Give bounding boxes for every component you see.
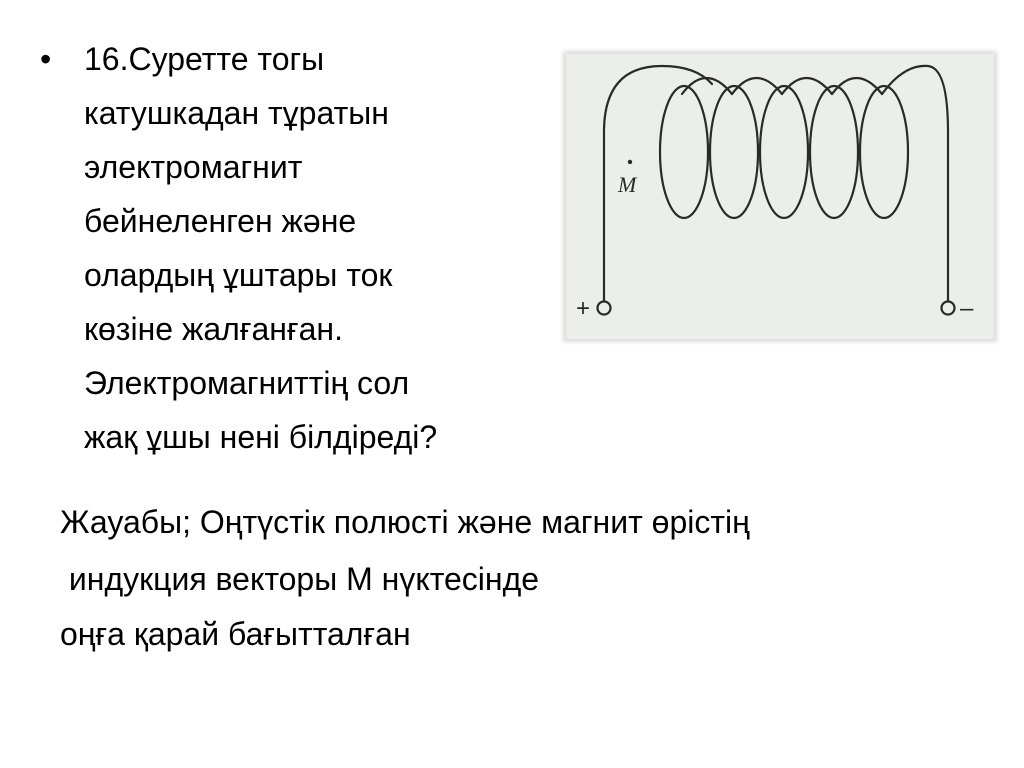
- right-lead-wire: [880, 64, 950, 302]
- question-line-7: Электромагниттің сол: [84, 365, 410, 401]
- point-m-label: M: [617, 172, 638, 197]
- question-line-3: электромагнит: [84, 149, 303, 185]
- answer-line-2: индукция векторы М нүктесінде: [60, 561, 540, 597]
- question-line-5: олардың ұштары ток: [84, 257, 393, 293]
- plus-terminal: [596, 300, 612, 316]
- answer-line-1: Жауабы; Оңтүстік полюсті және магнит өрі…: [60, 504, 750, 540]
- coil-loop-1: [658, 84, 710, 220]
- coil-loop-5: [858, 84, 910, 220]
- plus-label: +: [576, 295, 590, 322]
- question-line-4: бейнеленген және: [84, 203, 357, 239]
- coil-loop-4: [808, 84, 860, 220]
- answer-line-3: оңға қарай бағытталған: [60, 616, 411, 652]
- minus-label: –: [960, 295, 974, 322]
- bullet-marker: •: [40, 41, 52, 77]
- question-line-6: көзіне жалғанған.: [84, 311, 343, 347]
- question-line-2: катушкадан тұратын: [84, 95, 389, 131]
- coil-loop-3: [758, 84, 810, 220]
- question-line-8: жақ ұшы нені білдіреді?: [84, 419, 438, 455]
- minus-terminal: [940, 300, 956, 316]
- coil-loop-2: [708, 84, 760, 220]
- point-m-dot: [627, 159, 633, 165]
- electromagnet-figure: M + –: [566, 54, 994, 339]
- left-lead-wire: [602, 64, 714, 302]
- coil-diagram: M + –: [576, 64, 974, 322]
- question-line-1: 16.Суретте тогы: [84, 41, 325, 77]
